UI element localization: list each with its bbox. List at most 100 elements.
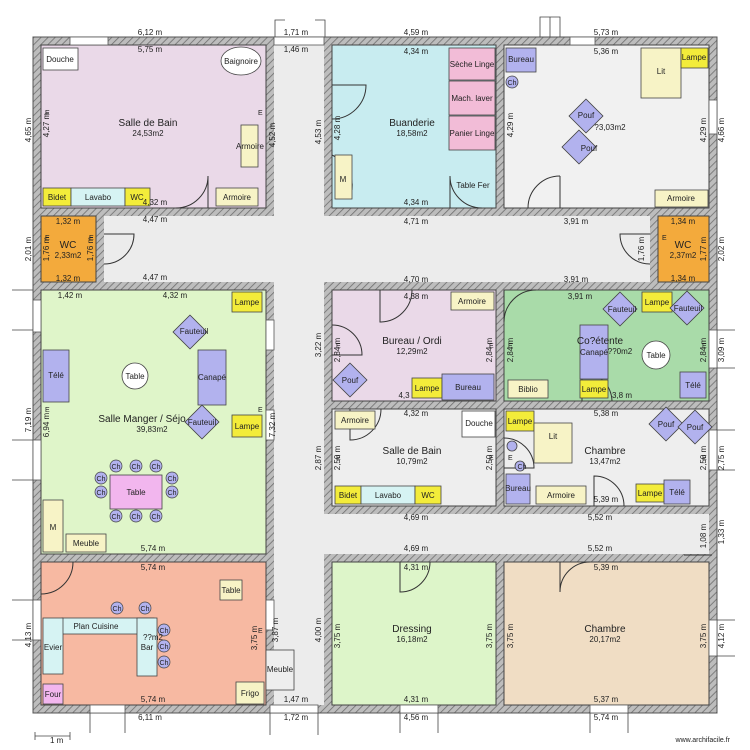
label-pouf-bureau: Pouf [342,376,359,385]
room-area-chambre-nw: ?3,03m2 [594,123,626,132]
dim-label: 4,34 m [404,198,429,207]
label-baignoire: Baignoire [224,57,258,66]
dim-label: 3,75 m [699,623,708,648]
chair-label: Ch [132,464,141,471]
label-lampe-ch1: Lampe [508,417,533,426]
dim-label: 5,36 m [594,47,619,56]
dim-label: 3,91 m [564,275,589,284]
chair-label: Ch [112,514,121,521]
dim-label: 4,32 m [163,291,188,300]
chair-label: Ch [141,606,150,613]
chair-label: Ch [132,514,141,521]
label-bidet1: Bidet [48,193,67,202]
label-bar: Bar [141,643,154,652]
dim-label: 4,53 m [314,119,323,144]
label-lavabo2: Lavabo [375,491,402,500]
dim-label: 2,84 m [333,337,342,362]
label-bureau-desk: Bureau [455,383,481,392]
room-name-bureau: Bureau / Ordi [382,336,441,347]
dim-label: 1,42 m [58,291,83,300]
room-labels: Salle de Bain 24,53m2 Buanderie 18,58m2 … [55,118,697,644]
label-plan-cuisine: Plan Cuisine [74,622,119,631]
dim-label: 2,75 m [717,445,726,470]
room-name-chambre-mid: Chambre [584,446,626,457]
vertical-dimensions: 4,65 m 4,27 m 4,52 m 4,53 m 4,28 m 4,29 … [24,112,726,650]
label-lampe-sm1: Lampe [235,298,260,307]
label-wc2: WC [421,491,435,500]
label-armoire-sdb2b: Armoire [341,416,370,425]
label-lampe-nw: Lampe [682,53,707,62]
credit-label: www.archifacile.fr [675,737,731,744]
e-marker: E [89,235,94,242]
chair-label: Ch [112,464,121,471]
dim-label: 1,72 m [284,713,309,722]
dim-label: 2,84 m [506,337,515,362]
furniture-labels: Douche Baignoire Armoire Armoire Bidet L… [44,53,707,699]
dim-label: 5,74 m [594,713,619,722]
chair-label: Ch [113,606,122,613]
chair-label: Ch [97,476,106,483]
dim-label: 5,74 m [141,544,166,553]
dim-label: 3,75 m [333,623,342,648]
room-name-chambre-se: Chambre [584,624,626,635]
room-area-bureau: 12,29m2 [396,347,428,356]
dim-label: 6,11 m [138,713,162,722]
e-marker: E [45,407,50,414]
label-table-det: Table [646,351,666,360]
label-fauteuil2: Fauteuil [188,418,217,427]
dim-label: 1,77 m [699,236,708,261]
room-area-salle-manger: 39,83m2 [136,425,168,434]
dim-label: 3,91 m [568,292,593,301]
chair-label: Ch [160,644,169,651]
dim-label: 3,8 m [612,391,632,400]
room-area-sdb1: 24,53m2 [132,129,164,138]
label-pouf-ch2: Pouf [687,423,704,432]
room-name-dressing: Dressing [392,624,431,635]
room-name-detente: Co?étente [577,336,624,347]
dim-label: 5,75 m [138,45,163,54]
dim-label: 4,13 m [24,622,33,647]
label-bidet2: Bidet [339,491,358,500]
dim-label: 4,31 m [404,695,429,704]
dim-label: 4,69 m [404,513,429,522]
furniture-shapes [42,46,713,705]
label-table-fer: Table Fer [456,181,490,190]
dim-label: 1,46 m [284,45,309,54]
room-area-chambre-mid: 13,47m2 [589,457,621,466]
label-armoire-sdb2: Armoire [223,193,252,202]
dim-label: 3,75 m [506,623,515,648]
dim-label: 5,74 m [141,695,166,704]
dim-label: 5,52 m [588,513,613,522]
label-ch-nw: Ch [508,80,517,87]
room-wc-right [657,215,710,283]
chair-label: Ch [160,660,169,667]
room-area-sdb2: 10,79m2 [396,457,428,466]
dim-label: 5,52 m [588,544,613,553]
dim-label: 1,32 m [56,217,81,226]
label-bureau-ch: Bureau [505,484,531,493]
label-bureau-nw: Bureau [508,55,534,64]
dim-label: 1,34 m [671,274,696,283]
label-pouf-nw2: Pouf [581,144,598,153]
label-armoire-sdb: Armoire [236,142,265,151]
scale-label: 1 m [50,736,64,745]
room-chambre-se [503,561,710,706]
label-lampe-ch2: Lampe [638,489,663,498]
dim-label: 4,3 [398,391,410,400]
dim-label: 4,31 m [404,563,429,572]
dim-label: 4,71 m [404,217,429,226]
dim-label: 3,75 m [485,623,494,648]
dim-label: 5,37 m [594,695,619,704]
label-lampe-sm2: Lampe [235,422,260,431]
room-name-wc-right: WC [675,240,692,251]
e-marker: E [489,455,494,462]
outer-doors [12,16,735,740]
dim-label: 5,38 m [594,409,619,418]
dim-label: 6,94 m [42,412,51,437]
label-armoire-ch: Armoire [547,491,576,500]
dim-label: 2,84 m [485,337,494,362]
dim-label: 3,09 m [717,337,726,362]
e-marker: E [662,235,667,242]
chair-label: Ch [168,490,177,497]
room-name-buanderie: Buanderie [389,118,435,129]
